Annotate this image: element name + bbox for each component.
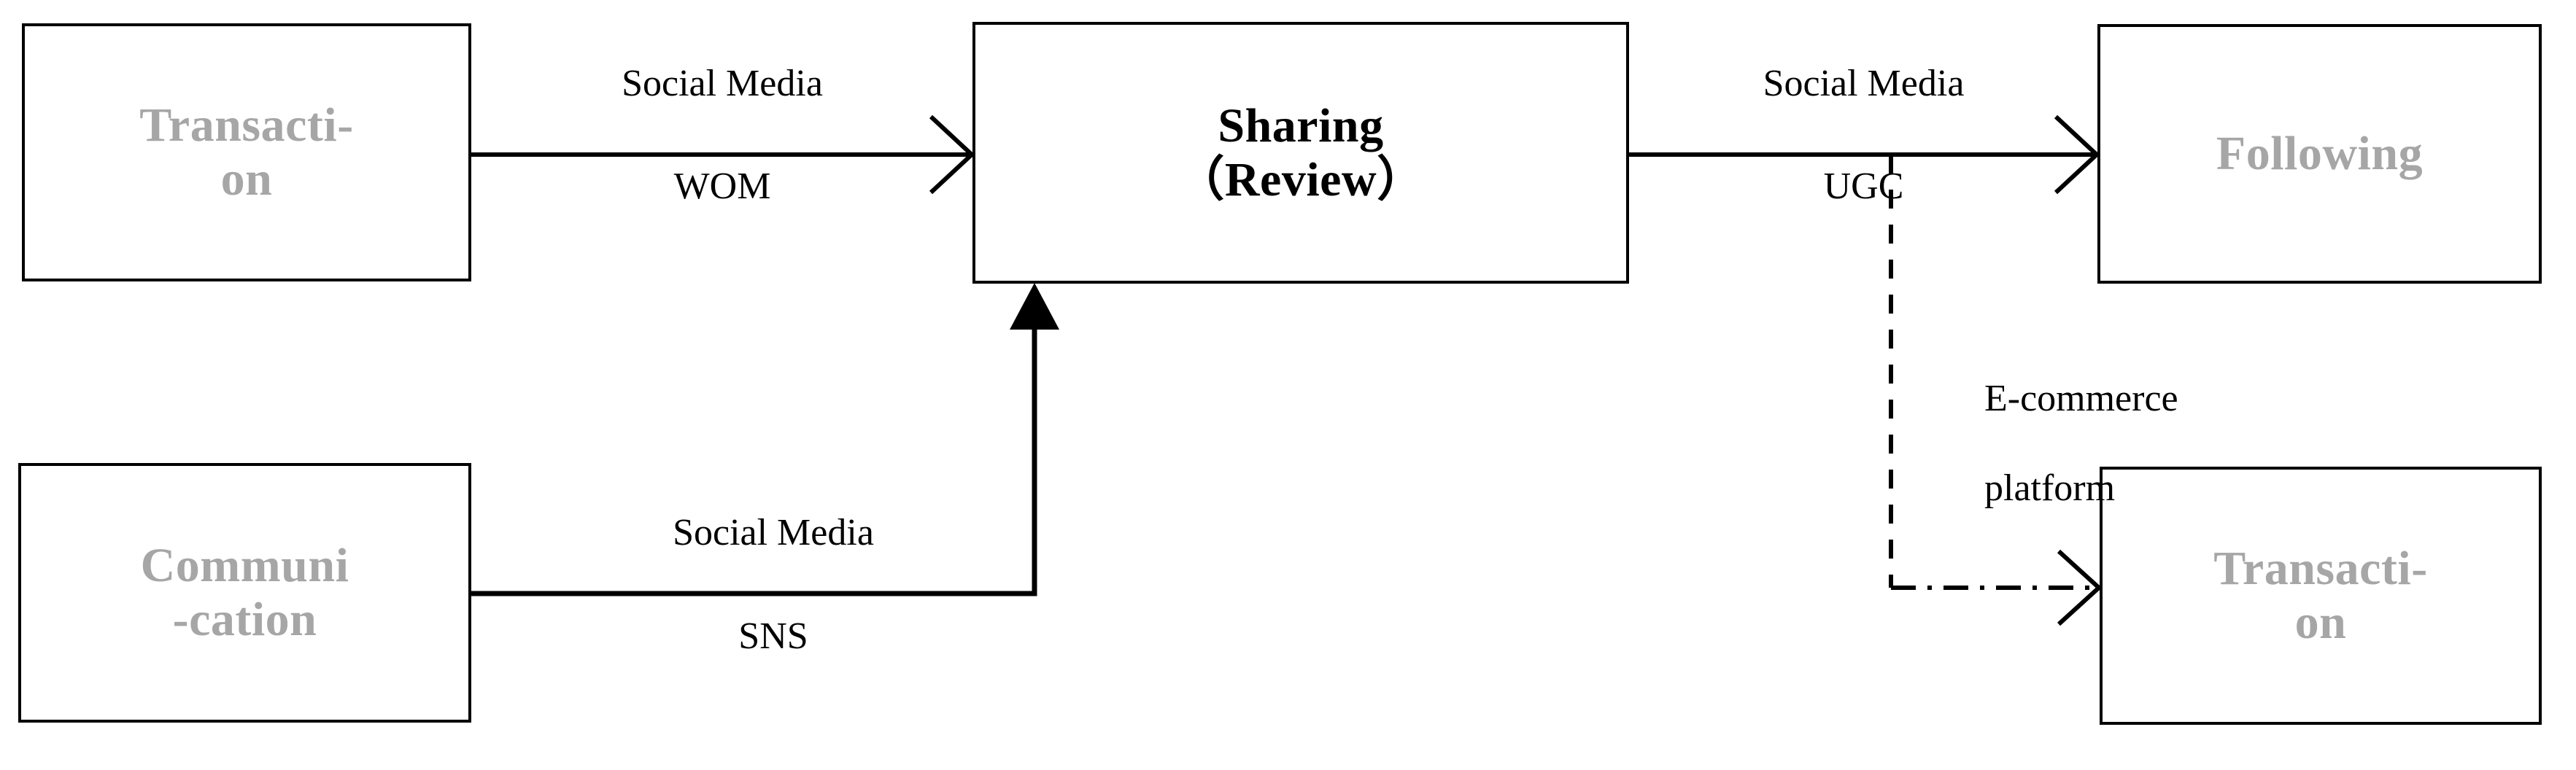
edge-label-ugc: UGC [1823, 166, 1904, 207]
node-sharing-line1: Sharing [1218, 98, 1384, 152]
node-transaction-top[interactable]: Transacti- on [22, 23, 471, 281]
edge-label-social-media-communication-sharing: Social Media [673, 512, 874, 553]
edge-label-social-media-sharing-following: Social Media [1763, 63, 1965, 104]
node-transaction-bottom-line1: Transacti- [2213, 542, 2428, 596]
edge-label-ecommerce-line1: E-commerce [1984, 378, 2178, 420]
node-transaction-top-line2: on [220, 152, 273, 206]
node-communication-line1: Communi [140, 539, 349, 593]
node-sharing[interactable]: Sharing （Review） [972, 22, 1629, 284]
node-sharing-line2: （Review） [1176, 152, 1426, 206]
edge-label-wom: WOM [673, 166, 771, 207]
node-transaction-bottom-line2: on [2294, 596, 2347, 649]
edge-label-ecommerce-line2: platform [1984, 467, 2116, 510]
edge-label-social-media-transaction-sharing: Social Media [622, 63, 823, 104]
node-communication-line2: -cation [172, 593, 317, 646]
node-following-line1: Following [2216, 127, 2424, 181]
node-transaction-top-line1: Transacti- [139, 98, 354, 152]
edge-label-ecommerce-platform: E-commerce platform [1946, 332, 2355, 556]
edge-label-sns: SNS [738, 615, 808, 657]
node-following[interactable]: Following [2097, 24, 2542, 284]
node-transaction-bottom[interactable]: Transacti- on [2100, 467, 2542, 725]
node-communication[interactable]: Communi -cation [18, 463, 471, 723]
